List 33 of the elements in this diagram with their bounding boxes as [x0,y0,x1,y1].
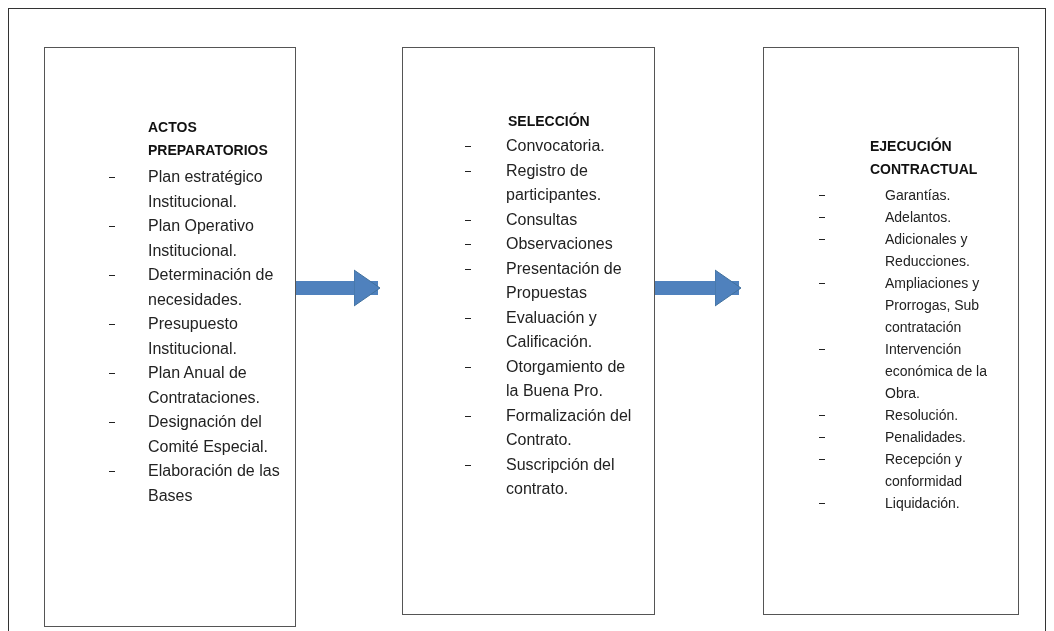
list-item: Formalización del Contrato. [506,405,633,450]
stage-box [402,47,655,615]
list-item: Otorgamiento de la Buena Pro. [506,356,627,401]
list-item: Garantías. [885,186,952,205]
list-item: Elaboración de las Bases [148,461,281,506]
list-item: Ampliaciones y Prorrogas, Sub contratación [885,274,981,337]
list-item: Adicionales y Reducciones. [885,230,971,271]
list-item: Determinación de necesidades. [148,265,275,310]
stage-box [44,47,296,627]
stage-box [763,47,1019,615]
stage-heading: SELECCIÓN [508,111,591,131]
list-item: Presentación de Propuestas [506,258,623,303]
list-item: Intervención económica de la Obra. [885,340,988,403]
list-item: Adelantos. [885,208,953,227]
block-arrow [655,269,742,307]
list-item: Observaciones [506,234,614,254]
block-arrow [296,269,381,307]
list-item: Consultas [506,209,579,230]
list-item: Resolución. [885,406,960,425]
list-item: Presupuesto Institucional. [148,314,239,359]
stage-heading: EJECUCIÓN CONTRACTUAL [870,136,979,179]
list-item: Suscripción del contrato. [506,454,616,499]
list-item: Evaluación y Calificación. [506,307,598,352]
list-item: Designación del Comité Especial. [148,412,270,457]
stage-heading: ACTOS PREPARATORIOS [148,118,269,160]
list-item: Plan estratégico Institucional. [148,167,264,212]
list-item: Penalidades. [885,428,967,447]
list-item: Plan Anual de Contrataciones. [148,363,262,408]
list-item: Plan Operativo Institucional. [148,216,255,261]
list-item: Registro de participantes. [506,160,603,205]
list-item: Liquidación. [885,494,961,513]
list-item: Convocatoria. [506,136,606,156]
list-item: Recepción y conformidad [885,450,964,491]
